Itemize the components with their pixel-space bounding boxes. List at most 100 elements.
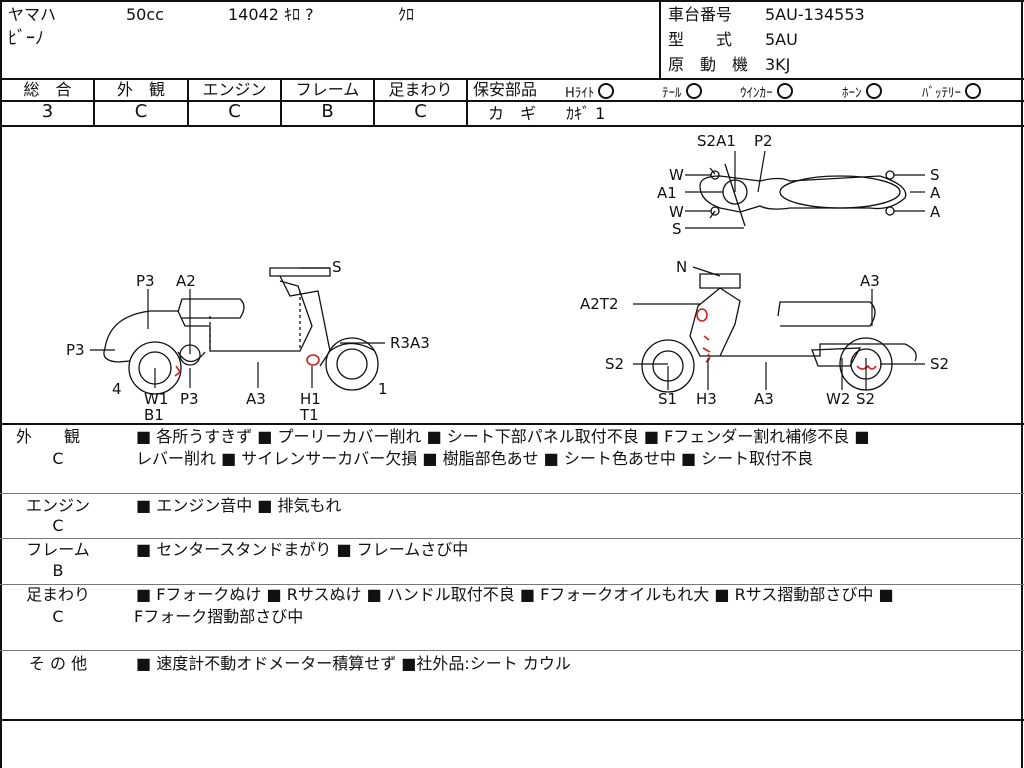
label-s1: S1 — [658, 390, 677, 408]
grade-header-exterior: 外 観 — [116, 80, 165, 99]
ok-circle-icon — [965, 83, 981, 99]
label-p3-top: P3 — [136, 272, 155, 290]
label-a1: A1 — [657, 184, 677, 202]
grade-value-engine: C — [228, 101, 241, 122]
scooter-top-view — [699, 163, 907, 227]
chassis-value: 5AU-134553 — [765, 5, 865, 24]
grade-header-overall: 総 合 — [23, 80, 72, 99]
type-label: 型 式 — [668, 30, 733, 49]
scooter-right-side-view — [641, 273, 917, 393]
right-border — [1021, 0, 1023, 768]
red-damage-marks — [174, 308, 877, 377]
type-value: 5AU — [765, 30, 798, 49]
safety-battery-label: ﾊﾞｯﾃﾘｰ — [922, 86, 961, 101]
label-n: N — [676, 258, 687, 276]
left-border — [0, 0, 2, 768]
section-frame-line1: ■ センタースタンドまがり ■ フレームさび中 — [136, 540, 469, 559]
grade-header-engine: エンジン — [202, 80, 267, 99]
damage-diagram: P3 A2 S P3 R3A3 4 W1 B1 P3 A3 H1 T1 1 S2… — [66, 132, 949, 423]
ok-circle-icon — [776, 83, 793, 99]
section-other-line1: ■ 速度計不動オドメーター積算せず ■社外品:シート カウル — [136, 654, 571, 673]
grade-col-2 — [187, 79, 189, 126]
label-a-mid: A — [930, 184, 941, 202]
section-frame-label: フレーム — [26, 540, 90, 559]
ok-circle-icon — [685, 83, 702, 99]
safety-battery: ﾊﾞｯﾃﾘｰ — [922, 83, 981, 103]
label-p3-side: P3 — [66, 341, 85, 359]
safety-label: 保安部品 — [473, 80, 538, 99]
grade-value-suspension: C — [414, 101, 427, 122]
engine-label: 原 動 機 — [668, 55, 749, 74]
section-engine-label: エンジン — [25, 496, 90, 515]
label-s-top-right: S — [930, 166, 940, 184]
section-line-1 — [0, 493, 1024, 494]
label-a3-right: A3 — [754, 390, 774, 408]
label-s2-right: S2 — [930, 355, 949, 373]
section-exterior-grade: C — [52, 449, 64, 468]
label-h1: H1 — [300, 390, 321, 408]
safety-tail-label: ﾃｰﾙ — [662, 86, 682, 101]
grade-header-frame: フレーム — [295, 80, 360, 99]
safety-horn: ﾎｰﾝ — [842, 83, 882, 103]
label-w2: W2 — [826, 390, 850, 408]
grade-header-suspension: 足まわり — [388, 80, 453, 99]
label-w-bottom: W — [669, 203, 684, 221]
header-divider — [659, 0, 661, 80]
safety-winker: ｳｲﾝｶｰ — [740, 83, 793, 103]
label-t1: T1 — [299, 406, 319, 423]
displacement: 50cc — [126, 5, 164, 24]
section-line-3 — [0, 584, 1024, 585]
chassis-label: 車台番号 — [668, 5, 733, 24]
label-a-bottom: A — [930, 203, 941, 221]
grade-col-3 — [280, 79, 282, 126]
engine-value: 3KJ — [765, 55, 791, 74]
section-suspension-label: 足まわり — [25, 585, 90, 604]
label-a2t2: A2T2 — [580, 295, 619, 313]
section-line-4 — [0, 650, 1024, 651]
sections-bottom-line — [0, 719, 1024, 721]
label-4: 4 — [112, 380, 122, 398]
section-suspension-line2: Fフォーク摺動部さび中 — [134, 607, 304, 626]
label-s-top-bottom: S — [672, 220, 682, 238]
section-exterior-line2: レバー削れ ■ サイレンサーカバー欠損 ■ 樹脂部色あせ ■ シート色あせ中 ■… — [136, 449, 814, 468]
ok-circle-icon — [865, 83, 882, 99]
grade-value-exterior: C — [134, 101, 148, 122]
label-w1: W1 — [144, 390, 168, 408]
label-p3-bottom: P3 — [180, 390, 199, 408]
grade-value-overall: 3 — [41, 101, 54, 122]
label-s2-left: S2 — [605, 355, 624, 373]
color: ｸﾛ — [398, 5, 415, 24]
label-a2: A2 — [176, 272, 196, 290]
safety-headlight: Hﾗｲﾄ — [565, 83, 615, 103]
label-1: 1 — [378, 380, 388, 398]
label-a3-right-top: A3 — [860, 272, 880, 290]
grade-mid-line — [0, 100, 466, 102]
label-s-left: S — [332, 258, 342, 276]
label-s2-bottom: S2 — [856, 390, 875, 408]
section-frame-grade: B — [52, 561, 64, 580]
top-border — [0, 0, 1024, 2]
key-label: カ ギ — [488, 104, 537, 123]
section-other-label: そ の 他 — [28, 654, 88, 673]
grade-value-frame: B — [321, 101, 334, 122]
maker: ヤマハ — [8, 5, 57, 24]
safety-mid-line — [466, 100, 1024, 102]
section-engine-grade: C — [52, 516, 64, 535]
section-suspension-grade: C — [52, 607, 64, 626]
diagram-bottom-line — [0, 423, 1024, 425]
model-name: ﾋﾞｰﾉ — [8, 28, 44, 49]
label-s2a1: S2A1 — [697, 132, 736, 150]
label-h3: H3 — [696, 390, 717, 408]
safety-headlight-label: Hﾗｲﾄ — [565, 86, 595, 101]
label-b1: B1 — [144, 406, 164, 423]
section-exterior-line1: ■ 各所うすきず ■ プーリーカバー削れ ■ シート下部パネル取付不良 ■ Fフ… — [136, 427, 870, 446]
grade-col-5 — [466, 79, 468, 126]
label-w-top: W — [669, 166, 684, 184]
label-a3-left: A3 — [246, 390, 266, 408]
header-bottom-line — [0, 78, 1024, 80]
grades-bottom-line — [0, 125, 1024, 127]
safety-tail: ﾃｰﾙ — [662, 83, 702, 103]
section-suspension-line1: ■ Fフォークぬけ ■ Rサスぬけ ■ ハンドル取付不良 ■ Fフォークオイルも… — [136, 585, 894, 604]
ok-circle-icon — [598, 83, 615, 99]
key-value: ｶｷﾞ 1 — [566, 104, 606, 123]
